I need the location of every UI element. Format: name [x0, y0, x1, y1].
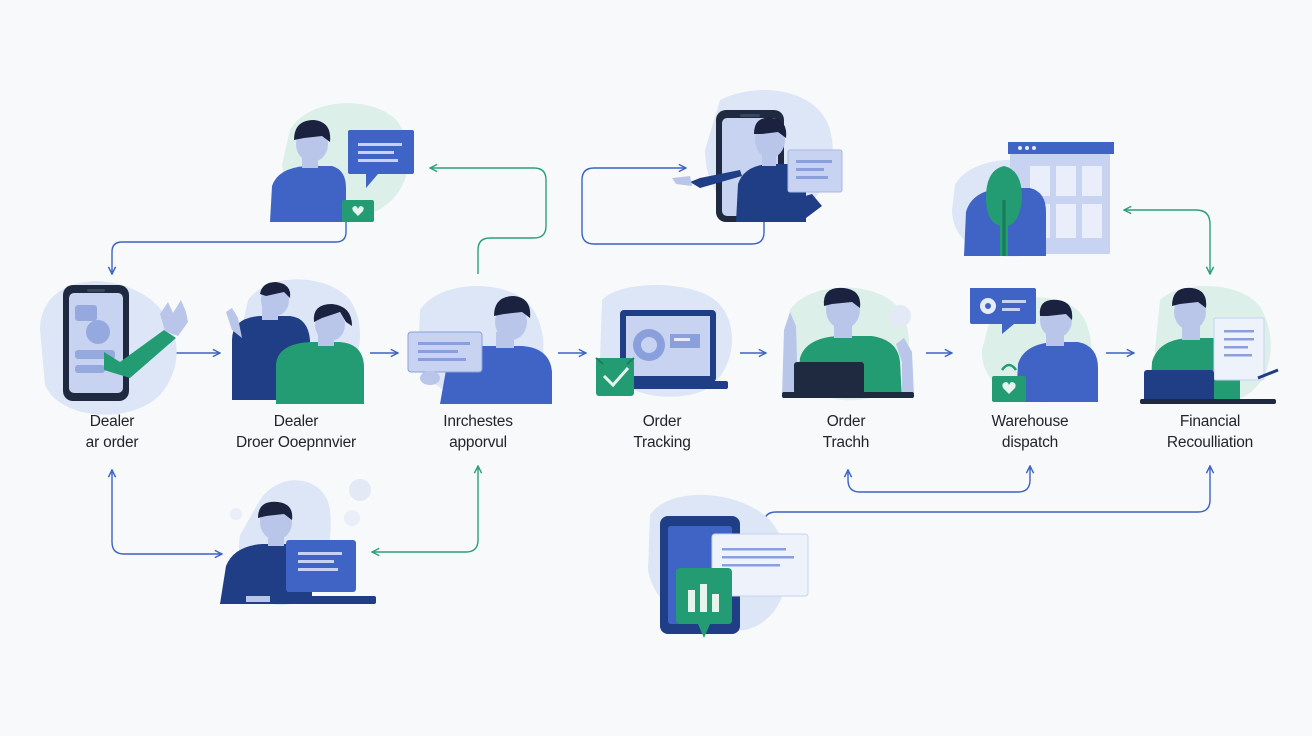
step-label-approval: Inrchestes apporvul	[388, 411, 568, 453]
report-document-icon	[1213, 317, 1265, 381]
step-2-line-2: Droer Ooepnnvier	[236, 434, 356, 451]
step-3-line-1: Inrchestes	[443, 413, 513, 430]
step-financial-reconciliation-illustration	[1140, 286, 1279, 404]
connector-board-financial	[1124, 210, 1210, 274]
laptop-icon	[1144, 370, 1214, 402]
chat-support-illustration	[270, 103, 414, 222]
step-1-line-2: ar order	[85, 434, 139, 451]
monitor-icon	[286, 540, 356, 592]
step-warehouse-dispatch-illustration	[970, 288, 1098, 403]
step-order-tracking-illustration	[595, 285, 732, 397]
step-1-line-1: Dealer	[89, 413, 135, 430]
connector-phone-loop	[581, 168, 765, 245]
laptop-icon	[794, 362, 864, 394]
step-3-line-2: apporvul	[449, 434, 507, 451]
connector-tracking-warehouse	[848, 466, 1030, 493]
step-2-line-1: Dealer	[273, 413, 319, 430]
step-label-order-tracking: Order Tracking	[572, 411, 752, 453]
step-label-order-tracking-2: Order Trachh	[756, 411, 936, 453]
connector-report-financial	[763, 466, 1210, 530]
desk-operator-illustration	[220, 479, 376, 606]
waving-arm	[104, 330, 176, 378]
step-approval-illustration	[407, 286, 552, 404]
step-4-line-1: Order	[642, 413, 682, 430]
step-4-line-2: Tracking	[633, 434, 691, 451]
step-5-line-1: Order	[826, 413, 866, 430]
mobile-order-illustration	[672, 90, 843, 222]
step-label-dealer-order: Dealer ar order	[22, 411, 202, 453]
connector-dealer-desk	[112, 470, 222, 554]
step-5-line-2: Trachh	[822, 434, 870, 451]
step-label-financial-reconciliation: Financial Recoulliation	[1120, 411, 1300, 453]
step-7-line-2: Recoulliation	[1166, 434, 1254, 451]
analytics-report-illustration	[648, 494, 809, 638]
checkmark-badge-icon	[596, 358, 634, 396]
connector-desk-approval	[372, 466, 478, 552]
waving-hand	[160, 300, 188, 336]
connector-approval-to-chat	[430, 168, 547, 274]
step-dealer-order-illustration	[40, 281, 188, 415]
connector-chat-to-dealer	[112, 222, 347, 274]
step-label-dealer-discussion: Dealer Droer Ooepnnvier	[206, 411, 386, 453]
step-dealer-discussion-illustration	[226, 279, 364, 404]
warehouse-board-illustration	[952, 142, 1114, 257]
step-label-warehouse-dispatch: Warehouse dispatch	[940, 411, 1120, 453]
step-7-line-1: Financial	[1179, 413, 1241, 430]
step-6-line-2: dispatch	[1001, 434, 1059, 451]
step-6-line-1: Warehouse	[991, 413, 1069, 430]
step-order-tracking-person-illustration	[782, 287, 914, 401]
